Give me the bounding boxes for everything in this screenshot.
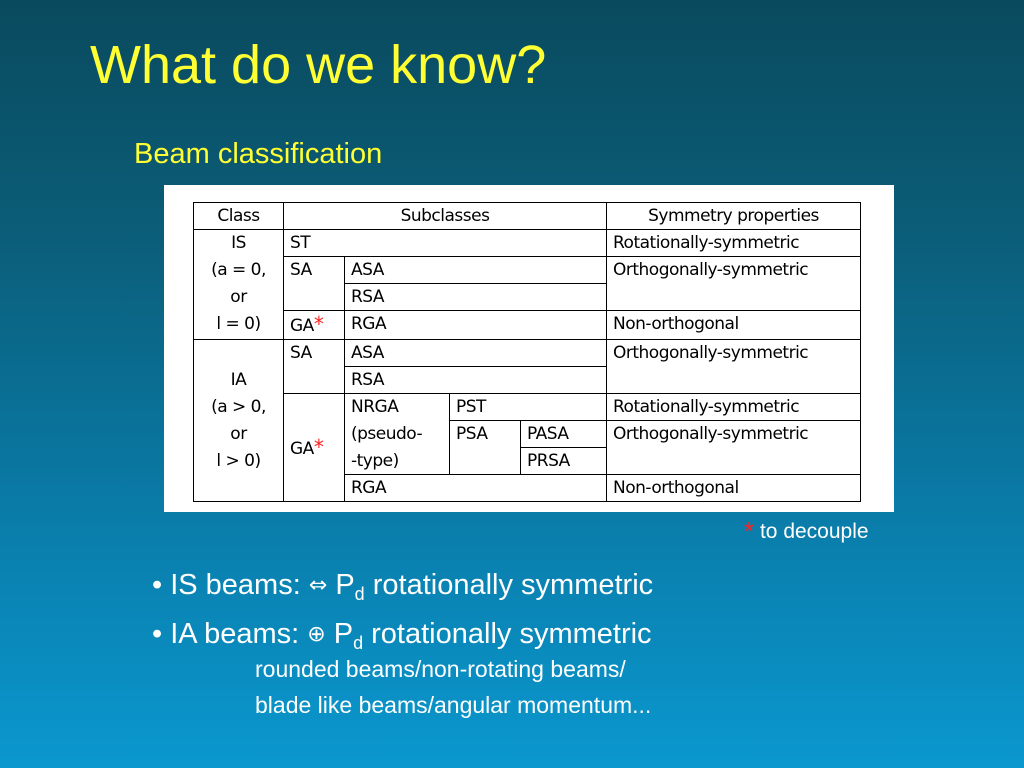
ga-label: GA [290,438,314,459]
table-row: RSA [194,283,861,311]
table-row: IA (a > 0, or l > 0) SA ASA Orthogonally… [193,339,861,502]
ga-label: GA [290,316,314,336]
table-row: RGA Non-orthogonal [194,474,861,502]
table-row: RSA [194,366,861,394]
subclass-ia-sa: SA [283,339,345,394]
class-ia-cell: IA (a > 0, or l > 0) [193,339,284,502]
subclass-is-rga: RGA [344,310,607,340]
bullet-p: P [333,618,354,650]
subclass-is-rsa: RSA [344,283,607,311]
subclass-nrga-line-2: (pseudo- [344,420,450,448]
table-row: GA* RGA Non-orthogonal [194,310,861,340]
footnote-text: to decouple [759,520,869,543]
symmetry-pst: Rotationally-symmetric [606,393,861,421]
subclass-pst: PST [449,393,607,421]
class-is-line-4: l = 0) [216,314,261,334]
class-ia-line-2: (a > 0, [211,396,266,417]
bullet-subscript: d [354,584,365,604]
class-ia-line-1: IA [230,369,247,390]
subclass-ia-rga: RGA [344,474,607,502]
table-row: -type) PRSA [194,447,861,475]
slide-title: What do we know? [90,35,547,95]
table-row: GA* NRGA PST Rotationally-symmetric [194,393,861,502]
subclass-pasa: PASA [520,420,607,448]
classification-table-panel: Class Subclasses Symmetry properties IS … [164,185,894,512]
subclass-is-sa: SA [283,256,345,311]
footnote-star: * [744,516,755,546]
not-equivalence-symbol-icon: ⊕ [307,622,326,647]
bullet-list: • IS beams: ⇔ Pd rotationally symmetric … [152,565,653,663]
bullet-prefix: • IS beams: [152,569,309,601]
note-line-1: rounded beams/non-rotating beams/ [255,656,626,682]
header-symmetry: Symmetry properties [606,202,861,230]
subclass-is-ga: GA* [283,310,345,340]
table-row: SA ASA Orthogonally-symmetric [194,256,861,311]
table-row: IS (a = 0, or l = 0) ST Rotationally-sym… [193,229,861,340]
table-header-row: Class Subclasses Symmetry properties [193,202,861,230]
symmetry-is-sa: Orthogonally-symmetric [606,256,861,311]
bullet-subscript: d [353,633,364,653]
symmetry-psa: Orthogonally-symmetric [606,420,861,475]
class-is-line-3: or [230,287,247,307]
header-subclasses: Subclasses [283,202,607,230]
header-class: Class [193,202,284,230]
symmetry-st: Rotationally-symmetric [606,229,861,257]
subclass-prsa: PRSA [520,447,607,475]
notes: rounded beams/non-rotating beams/ blade … [255,651,651,723]
decouple-star: * [313,434,324,459]
class-is-line-2: (a = 0, [211,260,266,280]
subclass-st: ST [283,229,607,257]
subclass-nrga-line-1: NRGA [344,393,450,421]
symmetry-is-rga: Non-orthogonal [606,310,861,340]
subclass-ia-asa: ASA [344,339,607,367]
slide-subtitle: Beam classification [134,138,383,170]
decouple-star: * [313,312,324,336]
subclass-psa: PSA [449,420,521,475]
note-line-2: blade like beams/angular momentum... [255,692,652,718]
bullet-prefix: • IA beams: [152,618,308,650]
subclass-ia-rsa: RSA [344,366,607,394]
subclass-is-asa: ASA [344,256,607,284]
bullet-is-beams: • IS beams: ⇔ Pd rotationally symmetric [152,565,653,614]
class-is-cell: IS (a = 0, or l = 0) [193,229,284,340]
class-is-line-1: IS [231,233,246,253]
bullet-rest: rotationally symmetric [364,569,654,601]
footnote: * to decouple [744,516,869,547]
class-ia-line-3: or [230,423,247,444]
bullet-ia-beams: • IA beams: ⊕ Pd rotationally symmetric [152,614,653,663]
bullet-p: P [335,569,355,601]
bullet-rest: rotationally symmetric [363,618,652,650]
subclass-ia-ga: GA* [283,393,345,502]
symmetry-ia-sa: Orthogonally-symmetric [606,339,861,394]
subclass-nrga-line-3: -type) [344,447,450,475]
class-ia-line-4: l > 0) [216,450,261,471]
symmetry-ia-rga: Non-orthogonal [606,474,861,502]
equivalence-symbol-icon: ⇔ [308,573,328,598]
beam-classification-table: Class Subclasses Symmetry properties IS … [193,202,861,502]
